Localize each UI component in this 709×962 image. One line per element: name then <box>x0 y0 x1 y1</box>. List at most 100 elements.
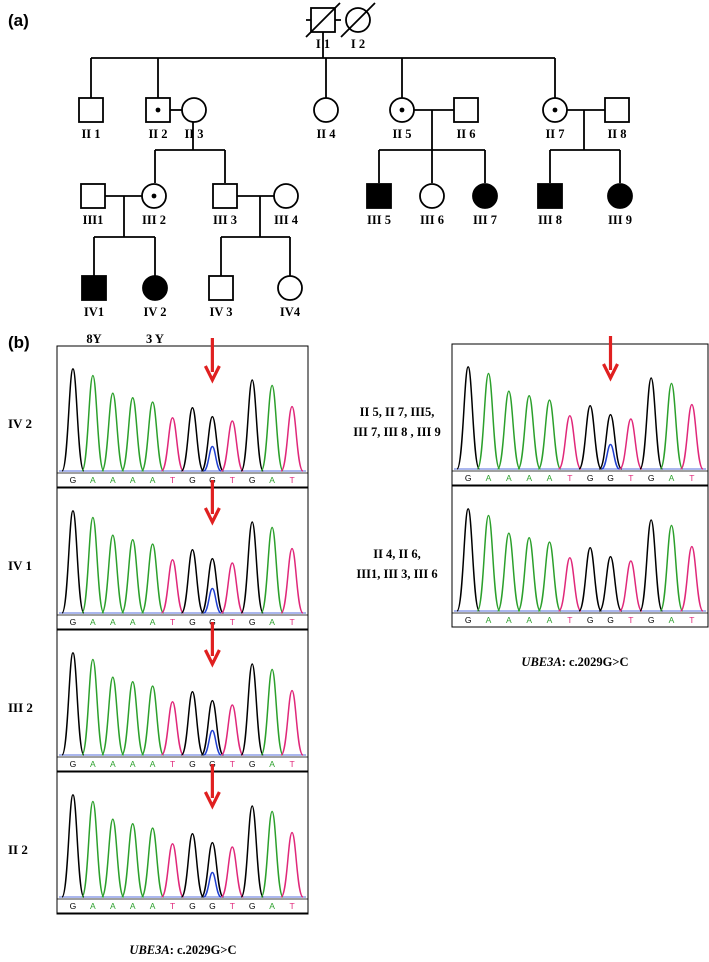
trace-peak-g <box>578 404 603 470</box>
carrier-dot <box>552 107 558 113</box>
chromatogram-frame <box>56 629 309 772</box>
affected-male-symbol <box>81 275 107 301</box>
base-call: G <box>587 615 594 625</box>
trace-peak-a <box>101 392 125 472</box>
sample-group-label: II 4, II 6, <box>373 547 421 561</box>
chromatogram-frame <box>451 485 709 628</box>
base-call: A <box>486 473 492 483</box>
trace-peak-c <box>203 587 222 614</box>
pedigree-label: III 4 <box>274 213 299 227</box>
pedigree-person-iii9: III 9 <box>607 183 633 227</box>
trace-peak-a <box>81 516 105 614</box>
mutation-arrow <box>203 338 221 384</box>
male-symbol <box>80 183 106 209</box>
trace-peak-t <box>220 846 244 898</box>
caption-left-variant: : c.2029G>C <box>170 943 237 957</box>
trace-peak-g <box>240 805 264 898</box>
base-call: T <box>170 475 175 485</box>
carrier-dot <box>151 193 157 199</box>
base-call: T <box>230 617 235 627</box>
mutation-arrow <box>203 480 221 526</box>
trace-peak-a <box>81 800 105 898</box>
sample-group-label: III1, III 3, III 6 <box>356 567 437 581</box>
trace-peak-a <box>140 401 165 472</box>
base-call: T <box>170 617 175 627</box>
carrier-dot <box>399 107 405 113</box>
caption-right-variant: : c.2029G>C <box>562 655 629 669</box>
base-call: G <box>70 759 77 769</box>
base-call: G <box>189 759 196 769</box>
pedigree-label: II 2 <box>148 127 167 141</box>
trace-peak-c <box>601 443 620 470</box>
base-call: A <box>547 615 553 625</box>
sample-label: IV 1 <box>8 558 32 573</box>
male-symbol <box>208 275 234 301</box>
base-call: A <box>269 617 275 627</box>
trace-peak-t <box>618 418 643 470</box>
affected-male-symbol <box>366 183 392 209</box>
base-call: A <box>150 901 156 911</box>
base-call: A <box>547 473 553 483</box>
base-call: T <box>628 615 633 625</box>
trace-peak-t <box>280 547 304 614</box>
trace-peak-t <box>160 842 185 898</box>
trace-peak-t <box>557 556 582 612</box>
pedigree-person-iv4: IV4 <box>277 275 303 319</box>
base-call: G <box>648 473 655 483</box>
sample-group-label: III 7, III 8 , III 9 <box>353 425 441 439</box>
trace-peak-a <box>260 810 284 898</box>
base-call: A <box>130 901 136 911</box>
chromatogram-frame <box>56 487 309 630</box>
trace-peak-g <box>200 699 225 756</box>
trace-peak-a <box>260 668 284 756</box>
base-call: A <box>130 759 136 769</box>
trace-peak-a <box>140 827 165 898</box>
pedigree-person-ii8: II 8 <box>604 97 630 141</box>
trace-peak-g <box>61 652 85 756</box>
trace-peak-a <box>496 390 521 470</box>
base-call: G <box>607 473 614 483</box>
trace-peak-t <box>618 560 643 612</box>
pedigree-person-iii6: III 6 <box>419 183 445 227</box>
chromatogram-frame <box>451 343 709 486</box>
base-call: A <box>90 475 96 485</box>
affected-male-symbol <box>537 183 563 209</box>
trace-peak-g <box>639 377 664 470</box>
trace-peak-a <box>121 822 145 898</box>
pedigree-label: III 5 <box>367 213 391 227</box>
trace-peak-c <box>203 729 222 756</box>
base-call: G <box>189 475 196 485</box>
base-call: G <box>648 615 655 625</box>
base-call: T <box>230 475 235 485</box>
base-call: A <box>90 901 96 911</box>
pedigree-person-ii1: II 1 <box>78 97 104 141</box>
trace-peak-t <box>220 420 244 472</box>
base-call: A <box>90 617 96 627</box>
affected-female-symbol <box>607 183 633 209</box>
male-symbol <box>453 97 479 123</box>
age-label: 8Y <box>86 332 101 346</box>
base-call: T <box>289 901 294 911</box>
pedigree-person-iii2: III 2 <box>141 183 167 227</box>
base-call: T <box>230 759 235 769</box>
base-call: A <box>150 475 156 485</box>
trace-peak-t <box>220 562 244 614</box>
deceased-slash <box>340 2 376 38</box>
base-call: T <box>689 615 694 625</box>
base-call: T <box>230 901 235 911</box>
base-call: G <box>607 615 614 625</box>
trace-peak-a <box>81 374 105 472</box>
pedigree-person-iv2: IV 23 Y <box>142 275 168 346</box>
trace-peak-t <box>679 403 704 470</box>
trace-peak-t <box>280 831 304 898</box>
trace-peak-t <box>160 700 185 756</box>
trace-peak-g <box>61 794 85 898</box>
female-symbol <box>419 183 445 209</box>
trace-peak-a <box>140 543 165 614</box>
trace-peak-c <box>203 445 222 472</box>
trace-peak-c <box>203 871 222 898</box>
